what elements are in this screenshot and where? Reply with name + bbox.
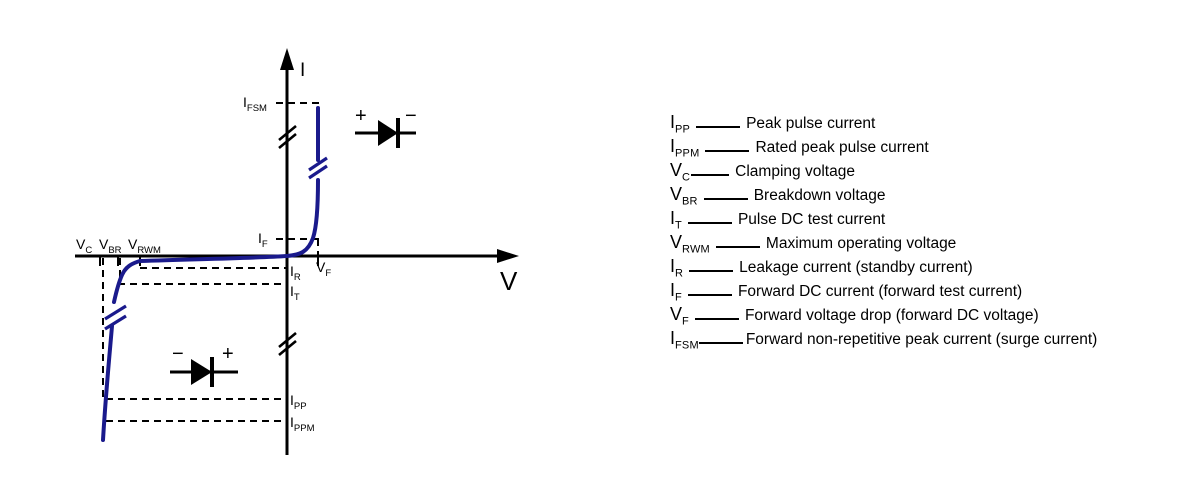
legend-symbol: VC	[670, 160, 691, 184]
legend-item: IPPM Rated peak pulse current	[670, 136, 1190, 160]
legend-item: VBR Breakdown voltage	[670, 184, 1190, 208]
legend-dash	[691, 174, 730, 176]
forward-curve-break-mark-1	[308, 164, 328, 180]
legend-item: VC Clamping voltage	[670, 160, 1190, 184]
legend-description: Breakdown voltage	[753, 187, 886, 204]
legend-symbol: IT	[670, 208, 682, 232]
legend-symbol: IF	[670, 280, 682, 304]
vc-marker-label: VC	[76, 236, 92, 256]
forward-branch-curve	[138, 178, 320, 263]
ifsm-marker-label: IFSM	[243, 94, 267, 114]
legend-dash	[696, 126, 741, 128]
legend-symbol: VRWM	[670, 232, 710, 256]
legend-description: Rated peak pulse current	[755, 139, 929, 156]
legend-item: IPP Peak pulse current	[670, 112, 1190, 136]
legend-symbol: VBR	[670, 184, 698, 208]
legend-item: VF Forward voltage drop (forward DC volt…	[670, 304, 1190, 328]
legend-dash	[698, 342, 743, 344]
reverse-curve-break-mark-2	[104, 314, 127, 331]
reverse-curve-break-mark-1	[104, 304, 127, 321]
iv-characteristic-diagram: I V VC VBR VRWM VF IFSM IF	[0, 0, 600, 474]
legend-description: Peak pulse current	[746, 115, 876, 132]
vf-marker-label: VF	[316, 259, 331, 279]
ippm-marker-label: IPPM	[290, 414, 315, 434]
current-axis-label: I	[300, 60, 305, 81]
reverse-biased-diode-icon: − +	[170, 343, 238, 387]
legend-description: Maximum operating voltage	[765, 235, 957, 252]
forward-diode-minus-sign: −	[405, 105, 417, 127]
legend-description: Leakage current (standby current)	[739, 259, 973, 276]
legend-dash	[715, 246, 760, 248]
legend-description: Forward voltage drop (forward DC voltage…	[744, 307, 1039, 324]
legend-item: IT Pulse DC test current	[670, 208, 1190, 232]
ir-marker-label: IR	[290, 263, 301, 283]
legend-dash	[687, 294, 732, 296]
legend-item: IR Leakage current (standby current)	[670, 256, 1190, 280]
legend-description: Clamping voltage	[735, 163, 855, 180]
legend-symbol: IPPM	[670, 136, 700, 160]
axis-break-marks	[278, 124, 297, 357]
legend-item: IFSM Forward non-repetitive peak current…	[670, 328, 1190, 352]
vbr-marker-label: VBR	[99, 236, 122, 256]
legend-dash	[705, 150, 750, 152]
ipp-marker-label: IPP	[290, 392, 307, 412]
legend-item: IF Forward DC current (forward test curr…	[670, 280, 1190, 304]
legend-description: Forward non-repetitive peak current (sur…	[745, 331, 1098, 348]
forward-biased-diode-icon: + −	[355, 105, 417, 148]
voltage-marker-labels: VC VBR VRWM VF	[76, 236, 331, 279]
current-axis-arrowhead	[280, 48, 294, 70]
symbol-legend: IPP Peak pulse current IPPM Rated peak p…	[670, 112, 1190, 352]
legend-symbol: IPP	[670, 112, 691, 136]
current-marker-labels: IFSM IF IR IT IPP IPPM	[243, 94, 315, 434]
legend-symbol: IR	[670, 256, 684, 280]
legend-dash	[689, 270, 734, 272]
legend-dash	[694, 318, 739, 320]
reverse-diode-plus-sign: +	[222, 343, 234, 365]
voltage-axis-arrowhead	[497, 249, 519, 263]
if-marker-label: IF	[258, 230, 268, 250]
legend-dash	[703, 198, 748, 200]
reverse-branch-lower-curve	[101, 324, 114, 442]
iv-curve-svg: I V VC VBR VRWM VF IFSM IF	[75, 48, 519, 455]
legend-item: VRWM Maximum operating voltage	[670, 232, 1190, 256]
voltage-axis-label: V	[500, 266, 518, 296]
legend-dash	[687, 222, 732, 224]
forward-diode-plus-sign: +	[355, 105, 367, 127]
vrwm-marker-label: VRWM	[128, 236, 161, 256]
reverse-diode-minus-sign: −	[172, 343, 184, 365]
legend-symbol: VF	[670, 304, 689, 328]
legend-symbol: IFSM	[670, 328, 699, 352]
legend-description: Pulse DC test current	[737, 211, 886, 228]
reverse-branch-knee-curve	[112, 259, 142, 304]
iv-curve-path-group	[101, 106, 328, 442]
it-marker-label: IT	[290, 283, 300, 303]
legend-description: Forward DC current (forward test current…	[737, 283, 1023, 300]
forward-curve-break-mark-2	[308, 156, 328, 172]
